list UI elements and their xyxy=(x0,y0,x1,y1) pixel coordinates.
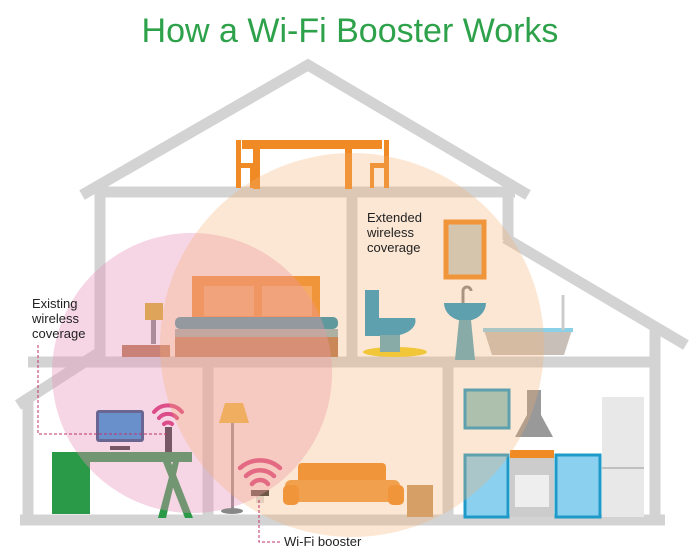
router-icon xyxy=(165,427,172,452)
sink xyxy=(444,285,486,360)
wifi-signal-icon xyxy=(152,403,184,426)
label-line: coverage xyxy=(32,326,86,341)
booster-signal-icon xyxy=(237,458,283,487)
drawer-cabinet xyxy=(407,485,433,517)
bathtub xyxy=(483,295,573,355)
existing-coverage-area xyxy=(52,233,332,513)
floor-lamp xyxy=(219,403,249,514)
desk xyxy=(52,452,193,518)
label-line: coverage xyxy=(367,240,421,255)
dining-table xyxy=(236,140,389,189)
wifi-booster-label: Wi-Fi booster xyxy=(284,534,362,549)
kitchen xyxy=(463,388,644,519)
label-line: wireless xyxy=(367,225,414,240)
sofa xyxy=(283,463,404,505)
mirror xyxy=(443,219,487,280)
page-title: How a Wi-Fi Booster Works xyxy=(141,12,559,50)
toilet xyxy=(363,290,427,357)
label-line: Existing xyxy=(32,296,78,311)
label-line: Extended xyxy=(367,210,422,225)
extended-coverage-area xyxy=(160,153,544,537)
bedside-lamp xyxy=(122,303,170,357)
bed xyxy=(175,276,338,357)
label-line: wireless xyxy=(32,311,79,326)
leader-lines xyxy=(37,345,282,543)
house-frame xyxy=(15,58,689,526)
existing-coverage-label: Existing wireless coverage xyxy=(32,296,85,341)
wifi-booster-icon xyxy=(251,490,269,503)
extended-coverage-label: Extended wireless coverage xyxy=(367,210,422,255)
